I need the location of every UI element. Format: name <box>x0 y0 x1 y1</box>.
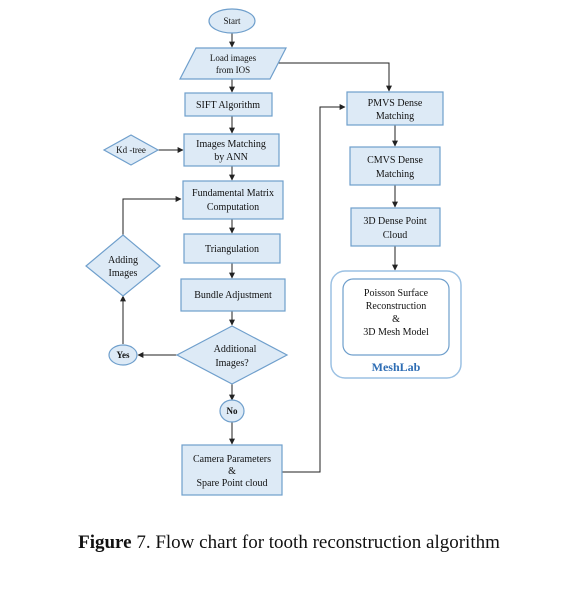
dense-label-line2: Cloud <box>383 230 407 241</box>
sift-node: SIFT Algorithm <box>184 92 273 117</box>
poisson-label-line3: & <box>392 314 400 325</box>
adding-label-line1: Adding <box>108 255 138 266</box>
camera-label-line1: Camera Parameters <box>193 454 271 465</box>
cmvs-node: CMVS Dense Matching <box>349 146 441 186</box>
arrow-adding-to-fundamental <box>122 196 182 235</box>
poisson-label-line1: Poisson Surface <box>364 288 429 299</box>
bundle-label: Bundle Adjustment <box>194 290 272 301</box>
arrow-camera-to-pmvs <box>282 104 346 473</box>
no-node: No <box>219 399 245 423</box>
matching-node: Images Matching by ANN <box>183 133 280 167</box>
start-label: Start <box>224 16 241 26</box>
cmvs-label-line2: Matching <box>376 169 414 180</box>
triangulation-label: Triangulation <box>205 244 259 255</box>
matching-label-line1: Images Matching <box>196 139 266 150</box>
start-node: Start <box>208 8 256 34</box>
load-label-line2: from IOS <box>216 65 250 75</box>
camera-node: Camera Parameters & Spare Point cloud <box>181 444 283 496</box>
connectors <box>120 33 398 473</box>
camera-label-line2: & <box>228 466 236 477</box>
load-label-line1: Load images <box>210 53 257 63</box>
fundamental-label-line1: Fundamental Matrix <box>192 188 274 199</box>
matching-label-line2: by ANN <box>214 152 248 163</box>
pmvs-node: PMVS Dense Matching <box>346 91 444 126</box>
fundamental-label-line2: Computation <box>207 202 259 213</box>
adding-images-node: Adding Images <box>85 234 161 297</box>
dense-label-line1: 3D Dense Point <box>363 216 427 227</box>
kdtree-label: Kd -tree <box>116 145 146 155</box>
meshlab-label: MeshLab <box>372 360 421 374</box>
meshlab-container: Poisson Surface Reconstruction & 3D Mesh… <box>330 270 462 379</box>
yes-label: Yes <box>117 350 130 360</box>
figure-caption: Figure 7. Flow chart for tooth reconstru… <box>0 532 578 554</box>
poisson-label-line4: 3D Mesh Model <box>363 327 429 338</box>
fundamental-node: Fundamental Matrix Computation <box>182 180 284 220</box>
decision-label-line1: Additional <box>214 344 257 355</box>
bundle-node: Bundle Adjustment <box>180 278 286 312</box>
adding-label-line2: Images <box>109 268 138 279</box>
kdtree-node: Kd -tree <box>102 134 160 166</box>
load-images-node: Load images from IOS <box>179 47 287 80</box>
triangulation-node: Triangulation <box>183 233 281 264</box>
decision-node: Additional Images? <box>175 325 289 385</box>
arrow-load-to-pmvs <box>275 62 392 92</box>
dense-cloud-node: 3D Dense Point Cloud <box>350 207 441 247</box>
pmvs-label-line2: Matching <box>376 111 414 122</box>
flowchart: Start Load images from IOS SIFT Algorith… <box>85 8 462 496</box>
no-label: No <box>227 406 238 416</box>
caption-label: Figure <box>78 532 132 553</box>
camera-label-line3: Spare Point cloud <box>196 478 267 489</box>
yes-node: Yes <box>108 344 138 366</box>
poisson-label-line2: Reconstruction <box>366 301 427 312</box>
caption-text: 7. Flow chart for tooth reconstruction a… <box>131 532 500 553</box>
decision-label-line2: Images? <box>215 358 249 369</box>
pmvs-label-line1: PMVS Dense <box>368 98 423 109</box>
cmvs-label-line1: CMVS Dense <box>367 155 423 166</box>
sift-label: SIFT Algorithm <box>196 100 260 111</box>
